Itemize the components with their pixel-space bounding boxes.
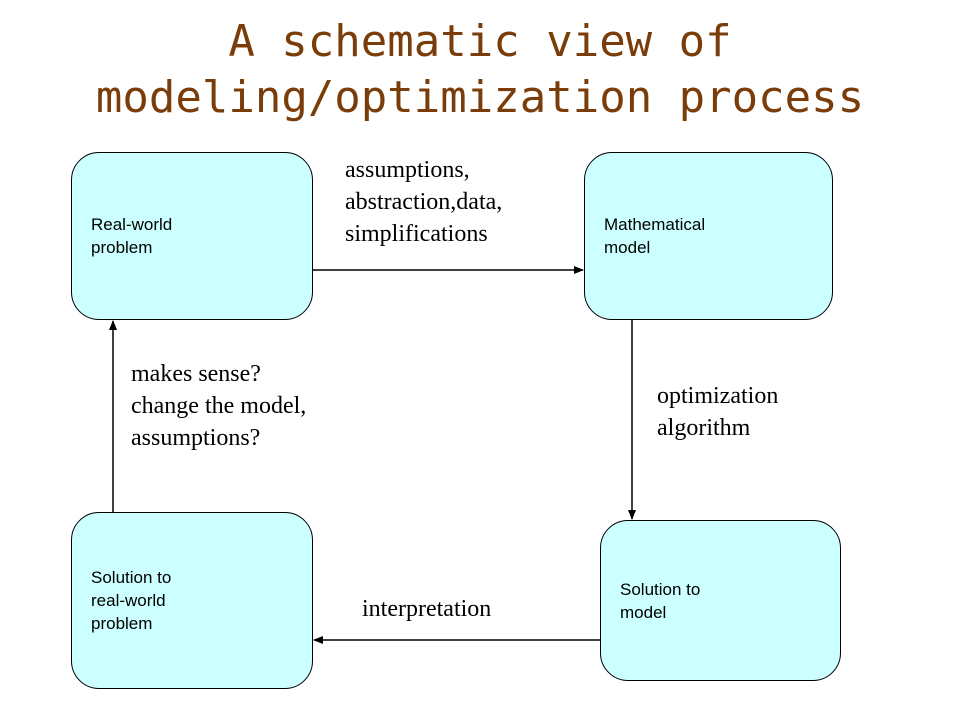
node-solution-to-model-label: Solution to model bbox=[620, 579, 701, 622]
node-mathematical-model: Mathematical model bbox=[584, 152, 833, 320]
node-solution-to-real-world-problem-label: Solution to real-world problem bbox=[91, 568, 172, 633]
edge-label-optimization-algorithm: optimization algorithm bbox=[657, 383, 779, 441]
edge-label-assumptions: assumptions, abstraction,data, simplific… bbox=[345, 157, 503, 247]
edge-label-interpretation: interpretation bbox=[362, 596, 492, 622]
node-solution-to-real-world-problem: Solution to real-world problem bbox=[71, 512, 313, 689]
title-line-2: modeling/optimization process bbox=[95, 72, 865, 123]
title-line-1: A schematic view of bbox=[228, 16, 732, 67]
node-real-world-problem-label: Real-world problem bbox=[91, 215, 173, 257]
edge-label-makes-sense: makes sense? change the model, assumptio… bbox=[131, 361, 307, 451]
slide-title: A schematic view of modeling/optimizatio… bbox=[0, 14, 960, 126]
node-mathematical-model-label: Mathematical model bbox=[604, 215, 706, 257]
node-real-world-problem: Real-world problem bbox=[71, 152, 313, 320]
node-solution-to-model: Solution to model bbox=[600, 520, 841, 681]
